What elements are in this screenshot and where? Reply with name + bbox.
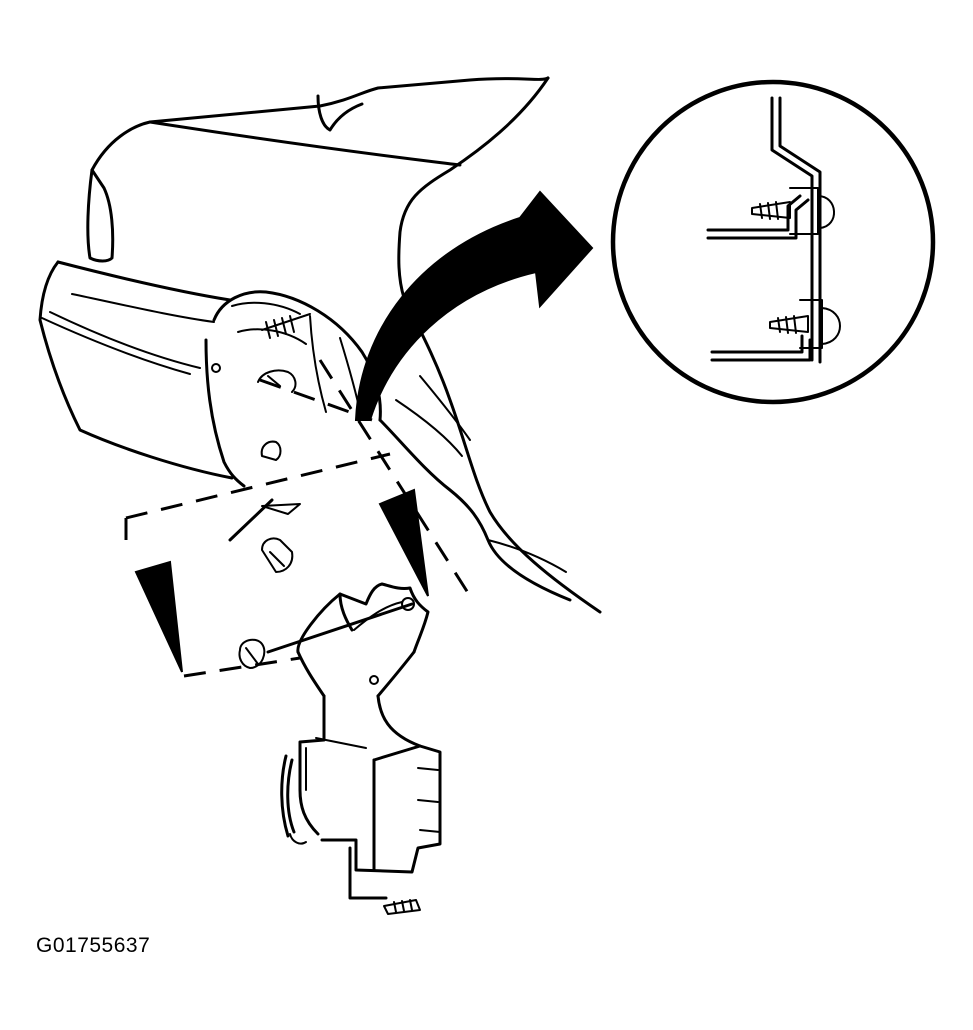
fastener-push-pin [228, 498, 294, 573]
figure-id-label: G01755637 [36, 934, 151, 957]
wheelhouse-fastener-lower [260, 440, 282, 461]
detail-screw-lower [769, 299, 841, 349]
wheelhouse-fastener-middle [257, 369, 297, 393]
fastener-nut [238, 602, 414, 669]
body-clip-hole [211, 363, 221, 373]
installation-arrows [134, 488, 429, 673]
small-arrow [261, 503, 301, 515]
detail-screw-upper [751, 187, 835, 235]
splash-shield [280, 582, 442, 874]
detail-view-circle [610, 79, 936, 405]
down-arrow-left [134, 560, 183, 673]
vehicle-rear-body [38, 76, 602, 614]
callout-arrow [354, 190, 594, 421]
wheelhouse-screw-upper [261, 313, 311, 339]
down-arrow-right [378, 488, 429, 597]
fastener-bottom-screw [348, 846, 421, 915]
alignment-dashed-lines [124, 359, 472, 678]
